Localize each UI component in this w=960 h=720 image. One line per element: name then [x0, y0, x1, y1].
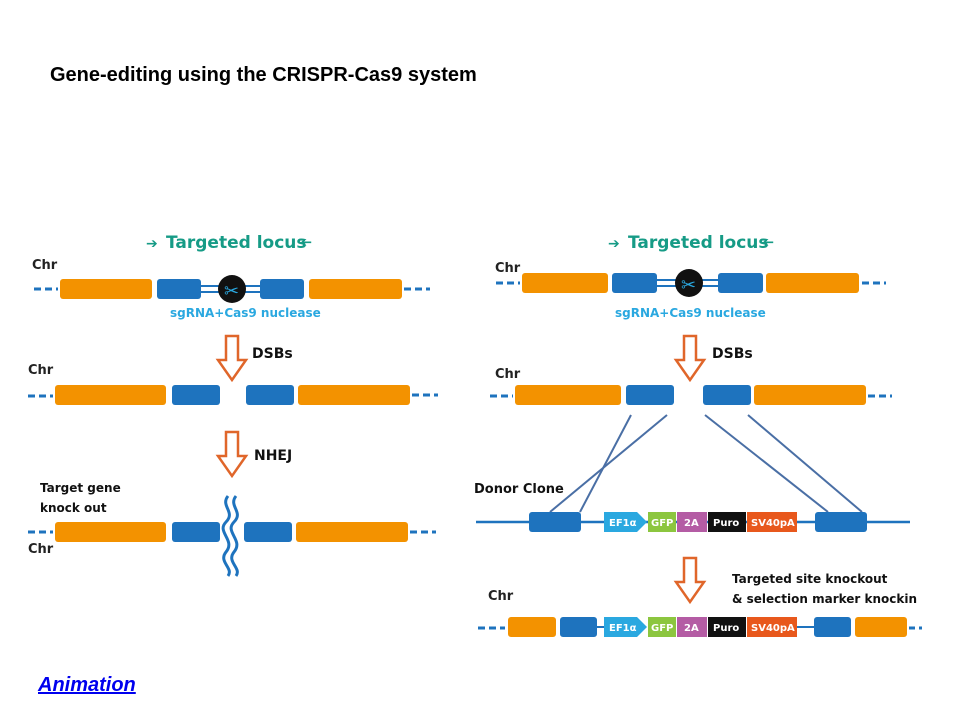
left-row2-exon-3	[246, 385, 294, 405]
right-row2-exon-4	[754, 385, 866, 405]
right-row1-exon-3	[718, 273, 763, 293]
left-arrow-dsbs-icon	[215, 334, 249, 383]
right-crossover-line-1	[579, 414, 632, 513]
left-row3-exon-2	[172, 522, 220, 542]
right-donor-sv40pa: SV40pA	[751, 518, 795, 529]
right-row2-exon-1	[515, 385, 621, 405]
animation-link[interactable]: Animation	[38, 674, 136, 696]
right-row3-exon-1	[508, 617, 556, 637]
right-result-line1: Targeted site knockout	[732, 572, 888, 586]
right-donor-puro-block	[708, 512, 746, 532]
right-donor-ef1a-promoter-icon	[604, 512, 647, 532]
right-scissors-glyph-icon: ✂	[681, 275, 696, 296]
right-donor-gfp: GFP	[651, 518, 673, 529]
left-chr-label-3: Chr	[28, 542, 54, 557]
right-arrow-knockin-icon	[673, 556, 707, 605]
right-row3-gfp: GFP	[651, 623, 673, 634]
left-heading-arrow-left-icon: ➔	[300, 234, 312, 250]
left-row3-exon-3	[244, 522, 292, 542]
right-row3-sv40pa: SV40pA	[751, 623, 795, 634]
right-donor-sv40pa-block	[747, 512, 797, 532]
right-row3-2a-block	[677, 617, 707, 637]
left-result-line2: knock out	[40, 501, 107, 515]
right-result-line2: & selection marker knockin	[732, 592, 917, 606]
right-row3-puro: Puro	[713, 623, 739, 634]
right-donor-label: Donor Clone	[474, 482, 564, 497]
left-row3-exon-1	[55, 522, 166, 542]
right-heading: Targeted locus	[628, 233, 769, 253]
left-row1-exon-2	[157, 279, 201, 299]
right-row2-exon-2	[626, 385, 674, 405]
left-row1-exon-1	[60, 279, 152, 299]
left-break-wave-1-icon	[221, 495, 231, 577]
right-cas9-scissors-icon	[675, 269, 703, 297]
left-chr-label-1: Chr	[32, 258, 58, 273]
right-donor-2a-block	[677, 512, 707, 532]
right-donor-arm-left	[529, 512, 581, 532]
right-row3-gfp-block	[648, 617, 676, 637]
right-step-dsbs: DSBs	[712, 346, 753, 362]
right-donor-gfp-block	[648, 512, 676, 532]
left-chr-label-2: Chr	[28, 363, 54, 378]
right-row3-2a: 2A	[684, 623, 699, 634]
right-row3-sv40pa-block	[747, 617, 797, 637]
left-row2-exon-2	[172, 385, 220, 405]
right-row1-exon-1	[522, 273, 608, 293]
right-row3-ef1a: EF1α	[609, 623, 637, 634]
left-cas9-scissors-icon	[218, 275, 246, 303]
left-cas9-label: sgRNA+Cas9 nuclease	[170, 306, 321, 320]
left-heading-arrow-right-icon: ➔	[146, 236, 158, 252]
left-row3-exon-4	[296, 522, 408, 542]
right-heading-arrow-right-icon: ➔	[608, 236, 620, 252]
right-row3-puro-block	[708, 617, 746, 637]
right-row2-exon-3	[703, 385, 751, 405]
right-chr-label-1: Chr	[495, 261, 521, 276]
right-crossover-line-3	[704, 414, 829, 513]
left-heading: Targeted locus	[166, 233, 307, 253]
right-donor-puro: Puro	[713, 518, 739, 529]
left-scissors-glyph-icon: ✂	[224, 281, 239, 302]
left-panel: ➔ Targeted locus ➔ Chr ✂ sgRNA+Cas9 nucl…	[28, 233, 438, 577]
right-row3-ef1a-promoter-icon	[604, 617, 647, 637]
right-crossover-line-2	[549, 414, 668, 513]
left-result-line1: Target gene	[40, 481, 121, 495]
left-row1-exon-3	[260, 279, 304, 299]
right-arrow-dsbs-icon	[673, 334, 707, 383]
left-step-nhej: NHEJ	[254, 448, 292, 464]
right-chr-label-3: Chr	[488, 589, 514, 604]
right-row1-exon-4	[766, 273, 859, 293]
right-panel: ➔ Targeted locus ➔ Chr ✂ sgRNA+Cas9 nucl…	[474, 233, 922, 637]
right-row3-exon-3	[814, 617, 851, 637]
right-crossover-line-4	[747, 414, 863, 513]
right-row3-exon-4	[855, 617, 907, 637]
left-row2-exon-4	[298, 385, 410, 405]
left-row2-exon-1	[55, 385, 166, 405]
right-chr-label-2: Chr	[495, 367, 521, 382]
right-heading-arrow-left-icon: ➔	[762, 234, 774, 250]
right-donor-arm-right	[815, 512, 867, 532]
left-arrow-nhej-icon	[215, 430, 249, 479]
right-cas9-label: sgRNA+Cas9 nuclease	[615, 306, 766, 320]
left-step-dsbs: DSBs	[252, 346, 293, 362]
left-break-wave-2-icon	[229, 495, 239, 577]
right-row3-exon-2	[560, 617, 597, 637]
page-title: Gene-editing using the CRISPR-Cas9 syste…	[50, 64, 477, 86]
left-row1-exon-4	[309, 279, 402, 299]
right-row1-exon-2	[612, 273, 657, 293]
right-donor-ef1a: EF1α	[609, 518, 637, 529]
right-donor-2a: 2A	[684, 518, 699, 529]
